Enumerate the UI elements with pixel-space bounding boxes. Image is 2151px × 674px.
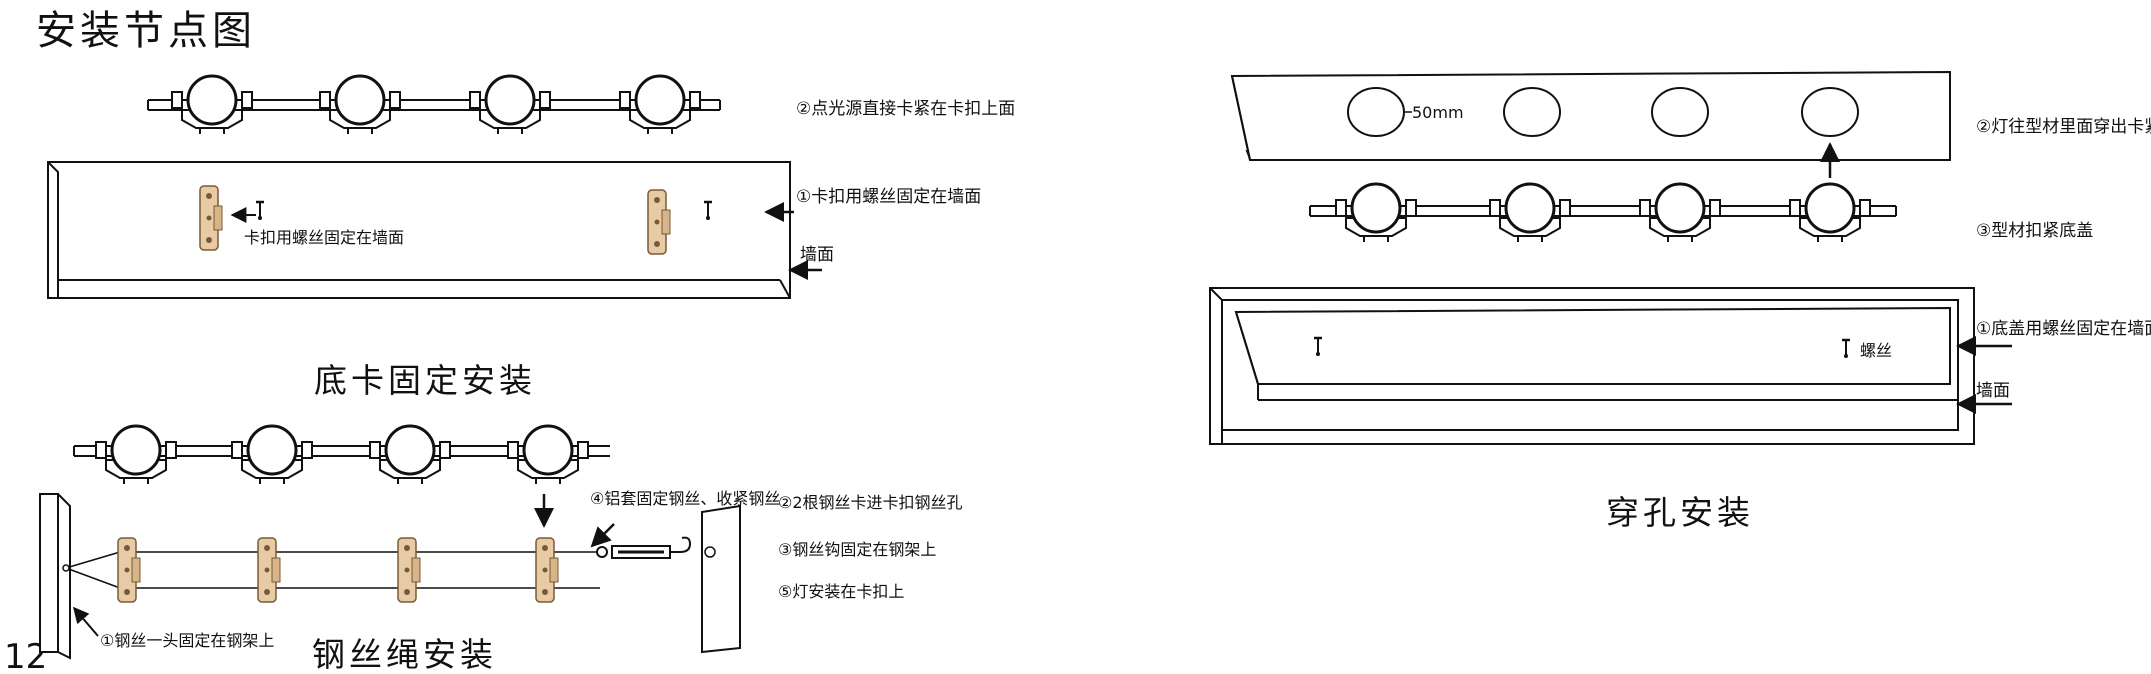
hole-install-section: 50mm 螺丝 ②灯往型材里面穿出卡紧 ③型材扣紧底盖 ①底盖用螺丝固定在墙面 … (1209, 70, 2151, 532)
wire-install-heading: 钢丝绳安装 (312, 635, 497, 674)
clip-install-heading: 底卡固定安装 (314, 361, 536, 400)
note-light-on-clip: ②点光源直接卡紧在卡扣上面 (796, 99, 1015, 119)
clip-label: 卡扣用螺丝固定在墙面 (244, 228, 404, 247)
wall-label-2: 墙面 (1976, 381, 2010, 401)
page-title: 安装节点图 (36, 8, 256, 54)
hole-install-heading: 穿孔安装 (1606, 493, 1754, 532)
hole (1503, 87, 1561, 137)
note-hole-1: ①底盖用螺丝固定在墙面 (1976, 319, 2151, 339)
light-node (1488, 182, 1572, 244)
note-hole-3: ③型材扣紧底盖 (1976, 221, 2093, 241)
mounting-clip (117, 537, 141, 603)
hole (1801, 87, 1859, 137)
light-node (318, 74, 402, 136)
wall-label: 墙面 (800, 245, 834, 265)
light-node (1788, 182, 1872, 244)
note-wire-1: ①钢丝一头固定在钢架上 (100, 631, 274, 650)
light-node (618, 74, 702, 136)
wire-install-section: ④铝套固定钢丝、收紧钢丝 ②2根钢丝卡进卡扣钢丝孔 ③钢丝钩固定在钢架上 ⑤灯安… (39, 424, 963, 674)
note-clip-screw: ①卡扣用螺丝固定在墙面 (796, 187, 981, 207)
mounting-clip (257, 537, 281, 603)
note-wire-4: ④铝套固定钢丝、收紧钢丝 (590, 489, 780, 508)
note-wire-5: ⑤灯安装在卡扣上 (778, 582, 904, 601)
note-wire-2: ②2根钢丝卡进卡扣钢丝孔 (778, 493, 963, 512)
mounting-clip (647, 189, 671, 255)
mounting-clip (535, 537, 559, 603)
mounting-clip (397, 537, 421, 603)
light-node (1334, 182, 1418, 244)
clip-install-section: 卡扣用螺丝固定在墙面 ②点光源直接卡紧在卡扣上面 ①卡扣用螺丝固定在墙面 墙面 … (47, 74, 1015, 400)
note-wire-3: ③钢丝钩固定在钢架上 (778, 540, 936, 559)
note-hole-2: ②灯往型材里面穿出卡紧 (1976, 117, 2151, 137)
hole (1347, 87, 1405, 137)
screw-label: 螺丝 (1860, 341, 1892, 360)
light-node (1638, 182, 1722, 244)
light-node (468, 74, 552, 136)
light-node (170, 74, 254, 136)
mounting-clip (199, 185, 223, 251)
hole-dimension: 50mm (1412, 103, 1464, 122)
hole (1651, 87, 1709, 137)
